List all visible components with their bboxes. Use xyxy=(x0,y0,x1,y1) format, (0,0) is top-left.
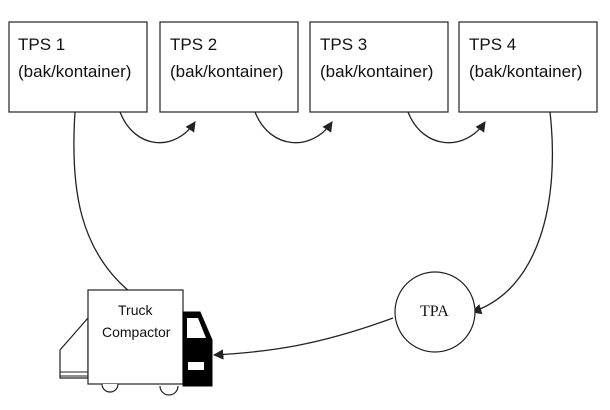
tps-4-title: TPS 4 xyxy=(469,35,516,54)
line-tps1-to-truck xyxy=(73,111,131,293)
tps-3-title: TPS 3 xyxy=(320,35,367,54)
truck-label-line1: Truck xyxy=(118,302,153,318)
tps-1-subtitle: (bak/kontainer) xyxy=(18,62,131,81)
truck-cab-panel xyxy=(188,362,204,370)
tps-2-box xyxy=(159,21,299,113)
tps-1-title: TPS 1 xyxy=(18,35,65,54)
truck-label-line2: Compactor xyxy=(102,324,171,340)
tps-4-subtitle: (bak/kontainer) xyxy=(469,62,582,81)
tps-1-node: TPS 1 (bak/kontainer) xyxy=(8,21,148,113)
tps-2-subtitle: (bak/kontainer) xyxy=(170,62,283,81)
tps-1-box xyxy=(8,21,148,113)
arrow-tps3-to-tps4 xyxy=(407,111,486,144)
tpa-label: TPA xyxy=(420,303,449,320)
tps-4-node: TPS 4 (bak/kontainer) xyxy=(458,21,598,113)
truck-wheel-rear xyxy=(101,383,119,393)
tps-3-node: TPS 3 (bak/kontainer) xyxy=(309,21,449,113)
tpa-node: TPA xyxy=(394,271,476,353)
arrow-tpa-to-truck xyxy=(212,317,394,360)
arrow-tps2-to-tps3 xyxy=(254,111,333,144)
truck-body xyxy=(87,289,184,385)
tps-3-subtitle: (bak/kontainer) xyxy=(320,62,433,81)
tps-4-box xyxy=(458,21,598,113)
truck-compactor: Truck Compactor xyxy=(59,289,213,396)
truck-front-panel xyxy=(59,316,89,379)
truck-window xyxy=(187,318,206,338)
tps-2-title: TPS 2 xyxy=(170,35,217,54)
arrow-tps1-to-tps2 xyxy=(119,111,196,144)
tps-3-box xyxy=(309,21,449,113)
arrow-tps4-to-tpa xyxy=(471,111,553,315)
tps-2-node: TPS 2 (bak/kontainer) xyxy=(159,21,299,113)
truck-wheel-front xyxy=(159,385,179,396)
tpa-circle xyxy=(394,271,476,353)
